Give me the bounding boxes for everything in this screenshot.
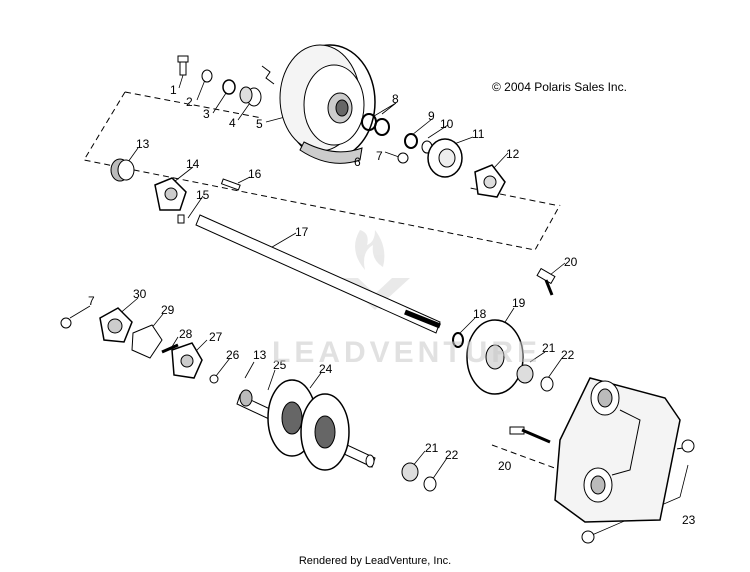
flange-part-27[interactable] — [171, 342, 203, 379]
callout-7-lower: 7 — [88, 294, 95, 308]
bolt-part-20-lower[interactable] — [509, 426, 551, 444]
callout-25: 25 — [273, 358, 287, 372]
spring-zigzag — [261, 65, 275, 85]
copyright-notice: © 2004 Polaris Sales Inc. — [492, 80, 627, 94]
callout-8: 8 — [392, 92, 399, 106]
bearing-plate-part-11[interactable] — [427, 138, 463, 178]
callout-20-upper: 20 — [564, 255, 578, 269]
nut-part-26[interactable] — [209, 374, 219, 384]
driven-pulley-part-5[interactable] — [279, 44, 376, 160]
shaft-part-17[interactable] — [195, 214, 441, 334]
washer-part-3[interactable] — [222, 79, 236, 95]
callout-22-lower: 22 — [445, 448, 459, 462]
cap-part-22-lower[interactable] — [423, 476, 437, 492]
ring-part-8b[interactable] — [374, 118, 390, 136]
callout-20-lower: 20 — [498, 459, 512, 473]
key-part-16[interactable] — [220, 178, 241, 191]
callout-13-lower: 13 — [253, 348, 267, 362]
drive-shaft-part-24[interactable] — [236, 379, 376, 471]
callout-29: 29 — [161, 303, 175, 317]
nut-part-23-lower[interactable] — [581, 530, 595, 544]
nut-part-7-lower[interactable] — [60, 317, 72, 329]
callout-7: 7 — [376, 149, 383, 163]
callout-21-lower: 21 — [425, 441, 439, 455]
callout-1: 1 — [170, 83, 177, 97]
callout-2: 2 — [186, 95, 193, 109]
flange-part-12[interactable] — [474, 164, 506, 198]
bearing-part-13[interactable] — [110, 158, 135, 182]
pin-part-28[interactable] — [161, 343, 179, 354]
callout-26: 26 — [226, 348, 240, 362]
callout-19: 19 — [512, 296, 526, 310]
ring-part-18[interactable] — [452, 332, 464, 348]
callout-12: 12 — [506, 147, 520, 161]
watermark-text: LEADVENTURE — [272, 336, 542, 369]
nut-part-23-upper[interactable] — [681, 439, 695, 453]
nut-part-7[interactable] — [397, 152, 409, 164]
belt-part-6[interactable] — [299, 141, 363, 164]
flange-part-14[interactable] — [154, 177, 187, 211]
chaincase-housing[interactable] — [554, 377, 681, 523]
callout-14: 14 — [186, 157, 200, 171]
flange-part-30[interactable] — [99, 307, 133, 343]
disc-part-19[interactable] — [466, 319, 524, 395]
callout-11: 11 — [472, 127, 485, 141]
callout-5: 5 — [256, 117, 263, 131]
callout-30: 30 — [133, 287, 147, 301]
bushing-part-4[interactable] — [239, 86, 262, 107]
callout-6: 6 — [354, 155, 361, 169]
callout-22-upper: 22 — [561, 348, 575, 362]
cap-part-22-upper[interactable] — [540, 376, 554, 392]
callout-15: 15 — [196, 188, 210, 202]
washer-part-2[interactable] — [201, 69, 213, 83]
callout-17: 17 — [295, 225, 309, 239]
callout-24: 24 — [319, 362, 333, 376]
callout-28: 28 — [179, 327, 193, 341]
plate-part-29[interactable] — [131, 324, 163, 359]
ring-part-9[interactable] — [404, 133, 418, 149]
callout-27: 27 — [209, 330, 223, 344]
callout-23: 23 — [682, 513, 696, 527]
callout-16: 16 — [248, 167, 262, 181]
callout-10: 10 — [440, 117, 454, 131]
callout-18: 18 — [473, 307, 487, 321]
callout-9: 9 — [428, 109, 435, 123]
callout-13: 13 — [136, 137, 150, 151]
bolt-part-1[interactable] — [177, 55, 189, 76]
ring-part-21-lower[interactable] — [401, 462, 419, 482]
ring-part-21-upper[interactable] — [516, 364, 534, 384]
bolt-part-15[interactable] — [177, 214, 185, 224]
footer-credit: Rendered by LeadVenture, Inc. — [298, 555, 452, 567]
bolt-part-20-upper[interactable] — [536, 267, 556, 296]
callout-4: 4 — [229, 116, 236, 130]
callout-labels: 1 2 3 4 5 6 7 8 9 10 11 12 13 14 15 16 1… — [88, 83, 696, 527]
callout-21-upper: 21 — [542, 341, 556, 355]
callout-3: 3 — [203, 107, 210, 121]
